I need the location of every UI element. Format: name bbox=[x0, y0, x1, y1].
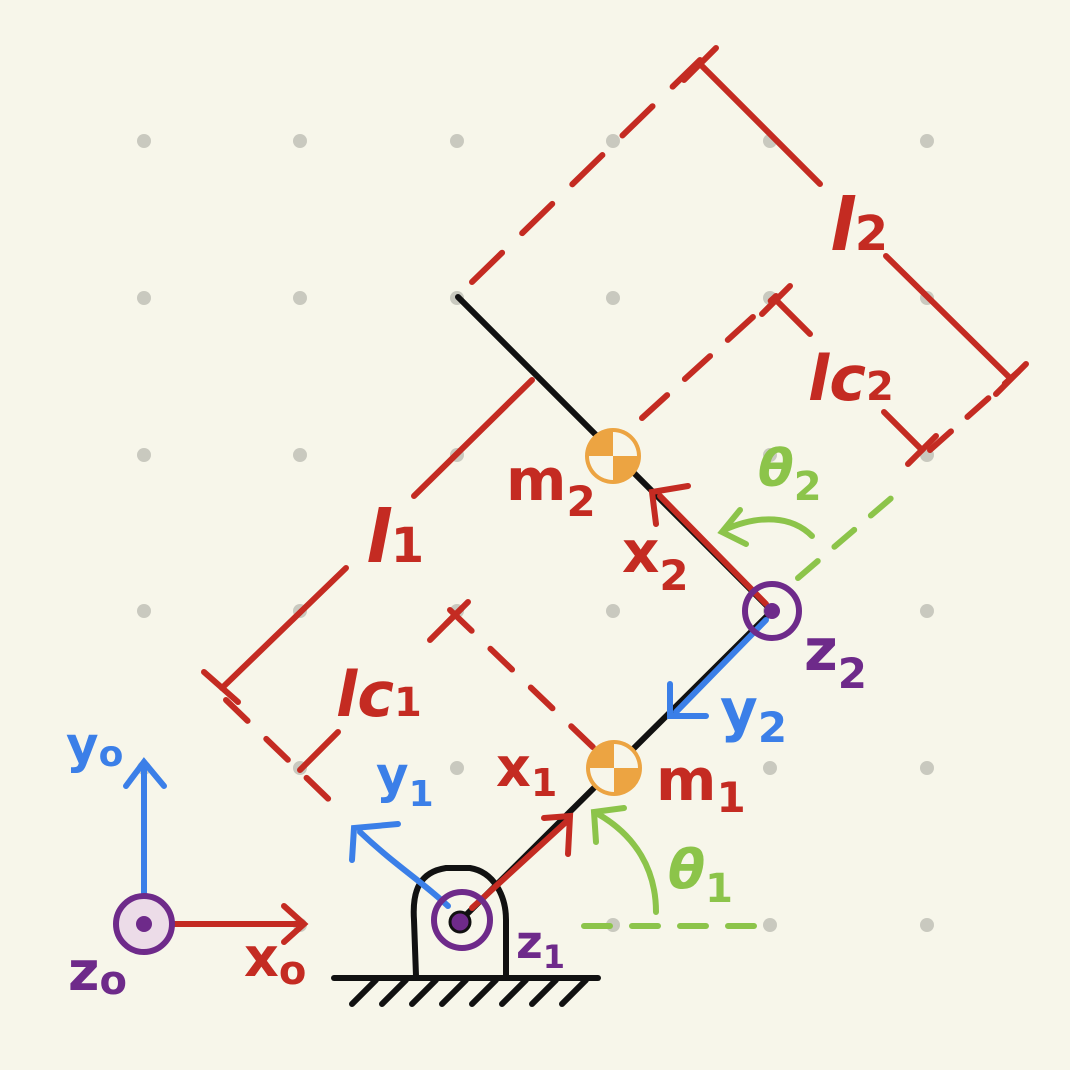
label-m1: m1 bbox=[656, 746, 746, 822]
x2-axis bbox=[657, 493, 769, 607]
grid-dot bbox=[137, 604, 151, 618]
grid-dot bbox=[450, 761, 464, 775]
label-l1: l1 bbox=[366, 495, 424, 579]
m2-center-of-mass-icon bbox=[585, 428, 641, 484]
frame-2 bbox=[648, 483, 802, 719]
label-l2: l2 bbox=[830, 183, 888, 267]
x1-axis bbox=[469, 819, 569, 911]
theta1-arc bbox=[595, 811, 659, 915]
theta2-arrowhead bbox=[717, 507, 749, 547]
frame-0 bbox=[113, 757, 309, 955]
label-y0: yo bbox=[66, 716, 123, 775]
joint-angles bbox=[581, 491, 899, 929]
label-m2: m2 bbox=[506, 446, 596, 526]
label-lc1: lc1 bbox=[336, 658, 422, 731]
l2-dimension-a bbox=[697, 61, 823, 187]
l2-extension-top bbox=[469, 57, 703, 285]
theta1-arrowhead bbox=[590, 805, 627, 845]
x2-arrowhead bbox=[648, 483, 691, 527]
grid-dot bbox=[450, 134, 464, 148]
base-mount bbox=[331, 865, 601, 1007]
grid-dot bbox=[606, 134, 620, 148]
grid-dot bbox=[137, 448, 151, 462]
grid-dot bbox=[920, 918, 934, 932]
z1-out-of-page-icon bbox=[431, 889, 493, 951]
grid-dot bbox=[920, 604, 934, 618]
label-y1: y1 bbox=[376, 746, 434, 815]
l1-tick-bottom bbox=[201, 669, 241, 705]
theta2-arc bbox=[721, 516, 815, 539]
y1-arrowhead bbox=[349, 821, 401, 863]
m1-center-of-mass-icon bbox=[586, 740, 642, 796]
lc1-extension bbox=[447, 607, 601, 755]
lc1-dimension bbox=[297, 729, 341, 773]
grid-dot bbox=[763, 448, 777, 462]
label-x1: x1 bbox=[496, 736, 557, 805]
grid-dot bbox=[293, 134, 307, 148]
lc2-dimension-a bbox=[773, 297, 813, 337]
grid-dot bbox=[763, 761, 777, 775]
grid-dot bbox=[920, 134, 934, 148]
grid-dot bbox=[137, 134, 151, 148]
lc2-tick-top bbox=[759, 283, 793, 317]
grid-dot bbox=[293, 448, 307, 462]
label-theta2: θ2 bbox=[758, 439, 822, 510]
l1-dimension-b bbox=[411, 377, 535, 499]
x0-arrowhead bbox=[281, 903, 309, 945]
label-theta1: θ1 bbox=[668, 838, 733, 912]
grid-dot bbox=[606, 291, 620, 305]
label-z2: z2 bbox=[804, 616, 867, 698]
grid-dot bbox=[606, 604, 620, 618]
y2-axis bbox=[673, 617, 769, 715]
lc2-extension bbox=[639, 293, 779, 421]
y2-arrowhead bbox=[667, 681, 709, 719]
l1-dimension-a bbox=[219, 565, 349, 691]
y0-arrowhead bbox=[123, 757, 167, 789]
label-lc2: lc2 bbox=[808, 342, 894, 415]
grid-dot bbox=[763, 918, 777, 932]
labels: l2 lc2 l1 lc1 m2 m1 x2 y2 z2 x1 y1 z1 xo… bbox=[66, 183, 894, 1004]
l2-tick-top bbox=[681, 45, 719, 83]
base-housing bbox=[410, 865, 509, 979]
l2-dimension-b bbox=[883, 253, 1013, 381]
frame-1 bbox=[349, 812, 574, 951]
label-y2: y2 bbox=[720, 676, 787, 752]
grid-dots bbox=[137, 134, 934, 932]
label-z1: z1 bbox=[516, 915, 565, 976]
grid-dot bbox=[293, 291, 307, 305]
theta2-reference-dashed bbox=[795, 491, 899, 581]
l1-extension bbox=[223, 697, 347, 817]
l2-tick-bottom bbox=[993, 361, 1029, 397]
label-z0: zo bbox=[68, 940, 127, 1004]
grid-dot bbox=[920, 761, 934, 775]
lc2-dimension-b bbox=[881, 409, 925, 453]
dimension-lines bbox=[201, 45, 1029, 817]
grid-dot bbox=[137, 291, 151, 305]
y1-axis bbox=[357, 829, 451, 909]
lc2-tick-bottom bbox=[905, 433, 939, 467]
x1-arrowhead bbox=[541, 812, 574, 857]
label-x2: x2 bbox=[622, 518, 689, 600]
hatched-ground-icon bbox=[349, 977, 589, 1007]
label-x0: xo bbox=[244, 926, 306, 994]
z2-out-of-page-icon bbox=[742, 581, 802, 641]
